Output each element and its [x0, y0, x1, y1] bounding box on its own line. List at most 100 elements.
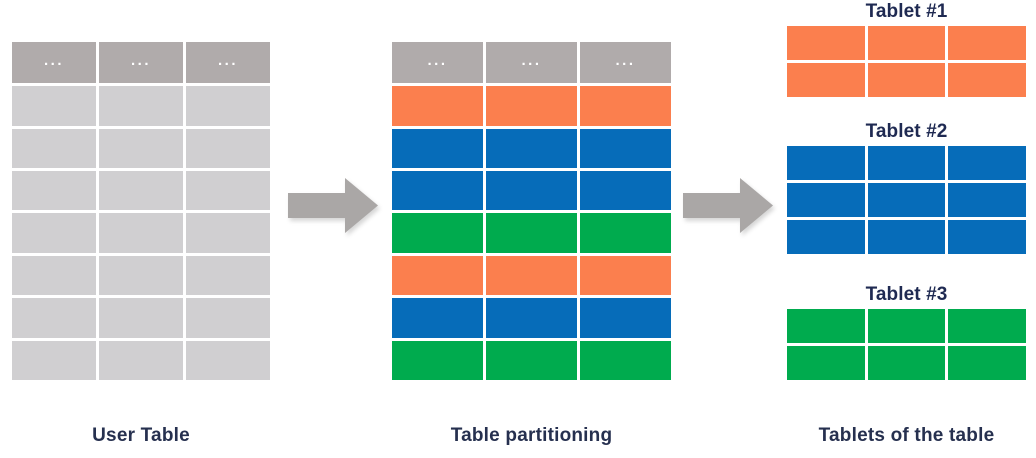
- user-table-caption: User Table: [92, 425, 190, 446]
- tablet-group-3: Tablet #3: [787, 284, 1027, 380]
- table-cell: [486, 128, 577, 169]
- table-cell: [787, 183, 865, 217]
- table-cell: [486, 298, 577, 338]
- table-row: [12, 213, 270, 253]
- table-cell: [99, 340, 183, 380]
- table-row: [12, 128, 270, 169]
- table-header-row: ... ... ...: [12, 42, 270, 84]
- table-cell: [486, 86, 577, 126]
- table-row-partition-1: [392, 255, 671, 296]
- table-cell: [948, 146, 1027, 180]
- table-cell: [580, 171, 671, 211]
- header-cell: ...: [486, 42, 577, 84]
- table-cell: [787, 26, 865, 60]
- tablet-title: Tablet #3: [865, 284, 948, 305]
- table-cell: [12, 298, 96, 338]
- tablet-table-2: [787, 146, 1027, 254]
- table-row-partition-2: [392, 298, 671, 338]
- header-cell: ...: [392, 42, 483, 84]
- table-cell: [948, 220, 1027, 254]
- table-cell: [186, 340, 270, 380]
- table-row: [787, 346, 1027, 380]
- table-row-partition-2: [392, 128, 671, 169]
- table-cell: [580, 86, 671, 126]
- table-cell: [580, 340, 671, 380]
- header-cell: ...: [99, 42, 183, 84]
- table-cell: [787, 146, 865, 180]
- table-cell: [948, 63, 1027, 97]
- partition-table-caption: Table partitioning: [450, 425, 613, 446]
- table-cell: [867, 146, 946, 180]
- table-cell: [787, 63, 865, 97]
- table-cell: [867, 220, 946, 254]
- table-cell: [867, 309, 946, 343]
- table-cell: [12, 340, 96, 380]
- header-cell: ...: [12, 42, 96, 84]
- table-cell: [486, 340, 577, 380]
- table-cell: [99, 213, 183, 253]
- table-row: [787, 63, 1027, 97]
- table-cell: [580, 213, 671, 253]
- tablet-table-1: [787, 26, 1027, 97]
- table-cell: [99, 255, 183, 296]
- table-cell: [186, 86, 270, 126]
- table-row: [12, 171, 270, 211]
- table-cell: [486, 255, 577, 296]
- table-cell: [99, 298, 183, 338]
- user-table: ... ... ...: [12, 42, 270, 380]
- table-cell: [867, 346, 946, 380]
- table-cell: [186, 298, 270, 338]
- table-cell: [392, 213, 483, 253]
- table-cell: [12, 128, 96, 169]
- table-cell: [99, 86, 183, 126]
- table-cell: [12, 213, 96, 253]
- table-cell: [948, 26, 1027, 60]
- table-row-partition-3: [392, 340, 671, 380]
- table-cell: [392, 298, 483, 338]
- table-cell: [392, 255, 483, 296]
- arrow-right-icon: [683, 178, 773, 233]
- header-cell: ...: [580, 42, 671, 84]
- table-row-partition-1: [392, 86, 671, 126]
- tablet-group-1: Tablet #1: [787, 1, 1027, 97]
- table-cell: [392, 128, 483, 169]
- table-cell: [486, 171, 577, 211]
- table-cell: [186, 128, 270, 169]
- tablets-caption: Tablets of the table: [818, 425, 995, 446]
- table-cell: [392, 171, 483, 211]
- table-cell: [787, 309, 865, 343]
- table-cell: [12, 171, 96, 211]
- header-cell: ...: [186, 42, 270, 84]
- table-cell: [580, 128, 671, 169]
- table-cell: [787, 346, 865, 380]
- table-cell: [867, 63, 946, 97]
- table-cell: [580, 298, 671, 338]
- tablet-title: Tablet #2: [865, 121, 948, 142]
- table-row-partition-2: [392, 171, 671, 211]
- table-row: [787, 146, 1027, 180]
- arrow-right-icon: [288, 178, 378, 233]
- partition-table: ... ... ...: [392, 42, 671, 380]
- table-row: [12, 255, 270, 296]
- table-cell: [580, 255, 671, 296]
- table-cell: [186, 255, 270, 296]
- table-cell: [12, 255, 96, 296]
- tablet-group-2: Tablet #2: [787, 121, 1027, 254]
- table-row: [787, 309, 1027, 343]
- table-cell: [787, 220, 865, 254]
- table-row: [12, 86, 270, 126]
- table-header-row: ... ... ...: [392, 42, 671, 84]
- table-row-partition-3: [392, 213, 671, 253]
- table-row: [787, 183, 1027, 217]
- tablet-table-3: [787, 309, 1027, 380]
- table-row: [12, 298, 270, 338]
- table-cell: [867, 26, 946, 60]
- tablet-title: Tablet #1: [865, 1, 948, 22]
- table-cell: [99, 171, 183, 211]
- table-row: [787, 220, 1027, 254]
- table-cell: [99, 128, 183, 169]
- table-cell: [186, 171, 270, 211]
- table-cell: [486, 213, 577, 253]
- table-cell: [392, 340, 483, 380]
